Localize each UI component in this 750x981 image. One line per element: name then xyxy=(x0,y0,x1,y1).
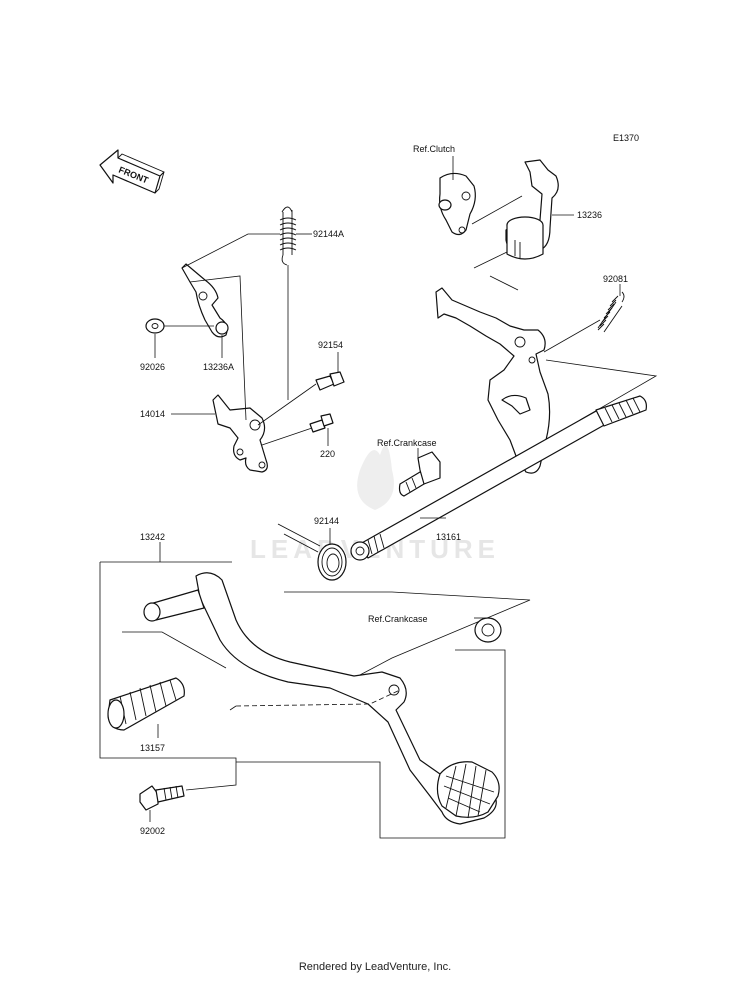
bolt-92154 xyxy=(315,371,345,391)
shift-pedal-13242 xyxy=(143,572,500,825)
part-label-14014[interactable]: 14014 xyxy=(140,409,165,419)
diagram-code: E1370 xyxy=(613,133,639,143)
shift-shaft-13161 xyxy=(350,395,647,561)
pedal-rubber-13157 xyxy=(107,677,185,731)
part-label-13236[interactable]: 13236 xyxy=(577,210,602,220)
part-label-92144A[interactable]: 92144A xyxy=(313,229,344,239)
part-label-13236A[interactable]: 13236A xyxy=(203,362,234,372)
spring-92081 xyxy=(597,291,625,333)
clutch-ref-part xyxy=(438,172,476,236)
spring-92144A xyxy=(279,206,297,266)
torsion-spring-92144 xyxy=(277,523,347,581)
part-label-13242[interactable]: 13242 xyxy=(140,532,165,542)
bolt-92002 xyxy=(139,785,185,811)
shift-arm-13236 xyxy=(505,159,559,260)
part-label-92144[interactable]: 92144 xyxy=(314,516,339,526)
ref-clutch-label: Ref.Clutch xyxy=(413,144,455,154)
shift-arm-13236A xyxy=(181,263,229,338)
ref-crankcase-upper-label: Ref.Crankcase xyxy=(377,438,437,448)
part-label-92026[interactable]: 92026 xyxy=(140,362,165,372)
part-label-13161[interactable]: 13161 xyxy=(436,532,461,542)
washer-92026 xyxy=(145,318,165,334)
part-label-92002[interactable]: 92002 xyxy=(140,826,165,836)
part-label-13157[interactable]: 13157 xyxy=(140,743,165,753)
part-label-92154[interactable]: 92154 xyxy=(318,340,343,350)
footer-credit: Rendered by LeadVenture, Inc. xyxy=(298,961,452,973)
bolt-220 xyxy=(309,413,334,433)
part-label-92081[interactable]: 92081 xyxy=(603,274,628,284)
part-label-220[interactable]: 220 xyxy=(320,449,335,459)
crankcase-ref-pin xyxy=(398,451,441,497)
ref-crankcase-lower-label: Ref.Crankcase xyxy=(368,614,428,624)
front-arrow-icon: FRONT xyxy=(99,149,165,194)
shift-shaft-plate xyxy=(435,287,551,474)
collar-crankcase xyxy=(474,617,502,643)
shift-lever-14014 xyxy=(212,394,268,473)
